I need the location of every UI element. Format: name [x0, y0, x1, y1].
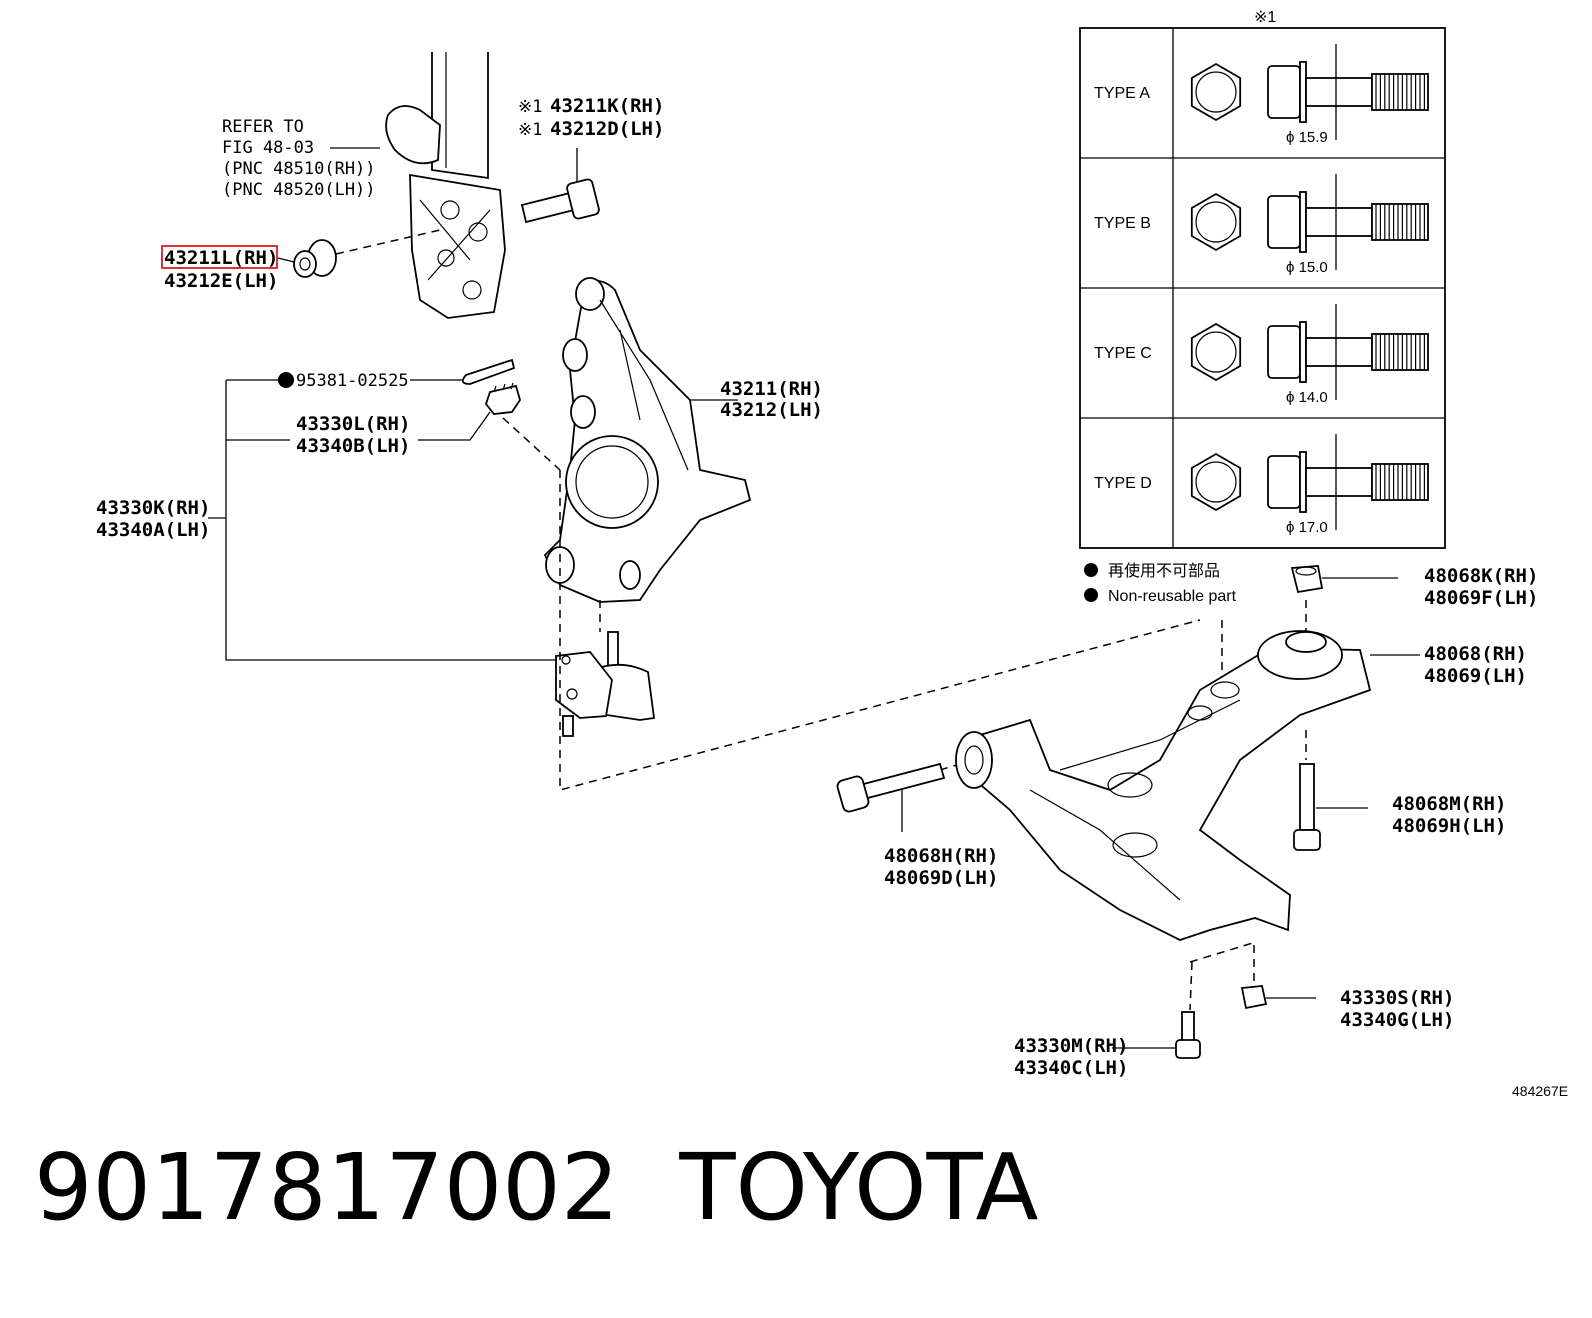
part-number: 9017817002: [34, 1134, 620, 1241]
brand-name: TOYOTA: [679, 1134, 1039, 1241]
bolt-shank: [1305, 207, 1373, 237]
bolt-48068m-illustration: [1293, 763, 1368, 851]
hex-head-end-view: [1190, 192, 1242, 252]
strut-illustration: [385, 52, 506, 319]
label-43211: 43211(RH): [720, 378, 823, 400]
bolt-head-side: [1267, 65, 1301, 119]
refer-text-2: FIG 48-03: [222, 138, 314, 158]
legend-text-1: 再使用不可部品: [1108, 562, 1220, 580]
type-label: TYPE C: [1094, 345, 1152, 362]
label-43330l: 43330L(RH): [296, 413, 410, 435]
table-row: TYPE B ϕ 15.0: [1094, 174, 1429, 276]
legend-text-2: Non-reusable part: [1108, 588, 1237, 605]
bolt-flange: [1299, 451, 1307, 513]
label-48068h: 48068H(RH): [884, 845, 998, 867]
legend-dot-2: [1084, 588, 1098, 602]
castle-nut-illustration: [418, 382, 561, 471]
hex-head-end-view: [1190, 322, 1242, 382]
table-marker: ※1: [1254, 9, 1276, 26]
k-mark-2: ※1: [518, 120, 542, 140]
label-43212e: 43212E(LH): [164, 270, 278, 292]
hex-inner-circle: [1195, 331, 1237, 373]
bolt-flange: [1299, 191, 1307, 253]
label-43211k: 43211K(RH): [550, 95, 664, 117]
bolt-43330m-illustration: [1112, 1011, 1201, 1059]
bolt-thread: [1371, 333, 1429, 371]
refer-text-4: (PNC 48520(LH)): [222, 180, 376, 200]
diameter-label: ϕ 17.0: [1286, 519, 1328, 536]
hex-inner-circle: [1195, 461, 1237, 503]
label-43330k: 43330K(RH): [96, 497, 210, 519]
label-43340b: 43340B(LH): [296, 435, 410, 457]
label-48069h: 48069H(LH): [1392, 815, 1506, 837]
steering-knuckle-illustration: [543, 277, 752, 603]
hex-inner-circle: [1195, 71, 1237, 113]
bolt-43211k-illustration: [520, 148, 600, 224]
hex-head-end-view: [1190, 62, 1242, 122]
label-43330s: 43330S(RH): [1340, 987, 1454, 1009]
bolt-head-side: [1267, 455, 1301, 509]
label-43340a: 43340A(LH): [96, 519, 210, 541]
type-label: TYPE D: [1094, 475, 1152, 492]
label-48068m: 48068M(RH): [1392, 793, 1506, 815]
label-43330m: 43330M(RH): [1014, 1035, 1128, 1057]
lower-control-arm-illustration: [955, 630, 1420, 941]
ball-joint-bracket: [208, 379, 556, 661]
bolt-thread: [1371, 73, 1429, 111]
bolt-flange: [1299, 61, 1307, 123]
bolt-shank: [1305, 467, 1373, 497]
bolt-head-side: [1267, 325, 1301, 379]
bolt-thread: [1371, 203, 1429, 241]
label-95381: 95381-02525: [296, 371, 409, 391]
nut-48068k-illustration: [1290, 565, 1398, 594]
label-48069f: 48069F(LH): [1424, 587, 1538, 609]
type-label: TYPE B: [1094, 215, 1151, 232]
part-labels: REFER TO FIG 48-03 (PNC 48510(RH)) (PNC …: [96, 95, 1568, 1099]
bolt-head-side: [1267, 195, 1301, 249]
bush-43211l-illustration: [277, 229, 441, 278]
diameter-label: ϕ 15.0: [1286, 259, 1328, 276]
table-row: TYPE D ϕ 17.0: [1094, 434, 1429, 536]
footer: 9017817002 TOYOTA: [34, 1138, 1039, 1258]
label-48069d: 48069D(LH): [884, 867, 998, 889]
label-48068k: 48068K(RH): [1424, 565, 1538, 587]
bolt-flange: [1299, 321, 1307, 383]
refer-text-3: (PNC 48510(RH)): [222, 159, 376, 179]
nut-43330s-illustration: [1240, 985, 1316, 1010]
refer-text-1: REFER TO: [222, 117, 304, 137]
k-mark-1: ※1: [518, 97, 542, 117]
hex-inner-circle: [1195, 201, 1237, 243]
bolt-shank: [1305, 337, 1373, 367]
bolt-thread: [1371, 463, 1429, 501]
legend-dot-1: [1084, 563, 1098, 577]
legend: 再使用不可部品 Non-reusable part: [1084, 562, 1237, 605]
hex-head-end-view: [1190, 452, 1242, 512]
ball-joint-illustration: [555, 600, 656, 737]
label-43212d: 43212D(LH): [550, 118, 664, 140]
diameter-label: ϕ 15.9: [1286, 129, 1328, 146]
table-row: TYPE A ϕ 15.9: [1094, 44, 1429, 146]
label-43212: 43212(LH): [720, 399, 823, 421]
label-48068: 48068(RH): [1424, 643, 1527, 665]
table-row: TYPE C ϕ 14.0: [1094, 304, 1429, 406]
type-label: TYPE A: [1094, 85, 1150, 102]
figure-id: 484267E: [1512, 1083, 1568, 1099]
label-43340c: 43340C(LH): [1014, 1057, 1128, 1079]
highlight-box: [161, 245, 278, 269]
bolt-48068h-illustration: [836, 762, 946, 832]
label-43340g: 43340G(LH): [1340, 1009, 1454, 1031]
label-48069: 48069(LH): [1424, 665, 1527, 687]
label-43211l-highlighted: 43211L(RH): [164, 247, 278, 269]
bolt-shank: [1305, 77, 1373, 107]
diameter-label: ϕ 14.0: [1286, 389, 1328, 406]
cotter-pin-illustration: [278, 358, 516, 388]
